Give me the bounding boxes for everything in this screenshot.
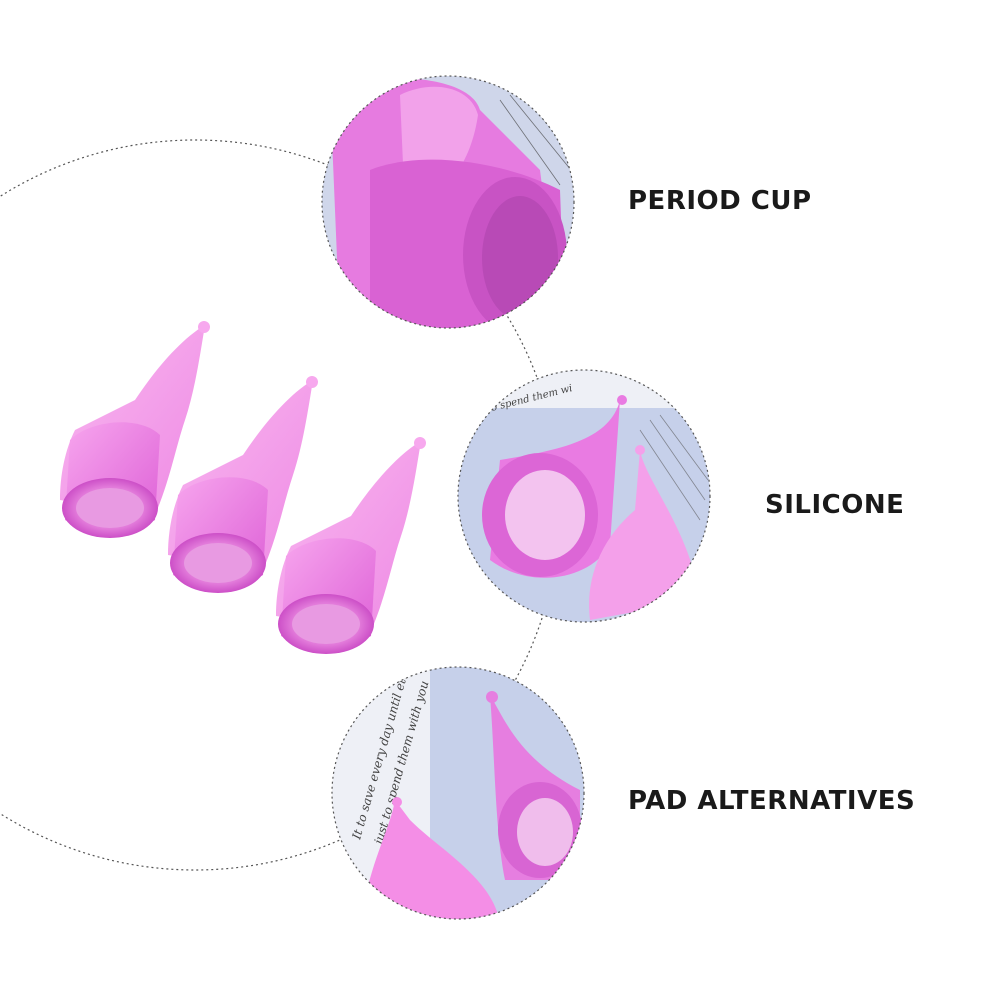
feature-label-period-cup: PERIOD CUP — [628, 186, 812, 216]
detail-circle-silicone: to spend them wi — [457, 369, 711, 623]
detail-circle-period-cup — [321, 75, 575, 329]
cup-2 — [168, 376, 318, 593]
feature-label-pad-alternatives: PAD ALTERNATIVES — [628, 786, 916, 816]
cup-group-left — [60, 321, 426, 654]
detail-circle-pad-alternatives: It to save every day until etern just to… — [331, 666, 585, 920]
cup-1 — [60, 321, 210, 538]
feature-label-silicone: SILICONE — [765, 490, 905, 520]
cup-3 — [276, 437, 426, 654]
